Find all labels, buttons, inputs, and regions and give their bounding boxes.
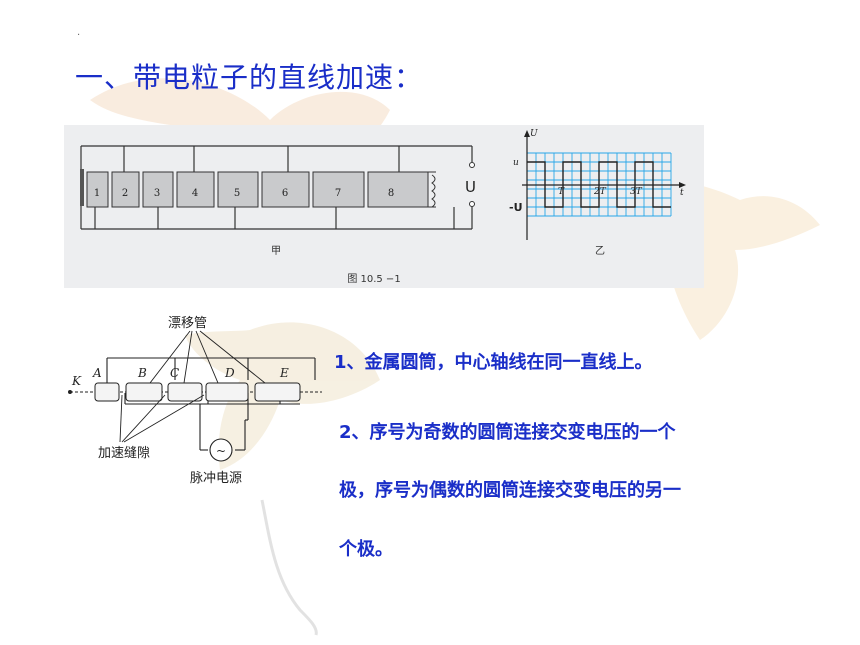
drift-tube-6: [261, 171, 310, 208]
drift-tube-4: [176, 171, 215, 208]
page-title: 一、带电粒子的直线加速：: [75, 61, 424, 94]
drift-tube-1: [86, 171, 109, 208]
tube-letter: C: [170, 366, 179, 380]
drift-tube-8: [367, 171, 429, 208]
figure-caption: 图 10.5 −1: [347, 273, 400, 285]
tube-letter: B: [137, 366, 147, 380]
label-power: 脉冲电源: [190, 471, 242, 486]
drift-tube-2: [111, 171, 140, 208]
tube-number: 6: [282, 188, 288, 199]
tube-B: [125, 382, 163, 402]
graph-x-axis-label: t: [680, 188, 684, 198]
graph-lower-level-label: -U: [509, 201, 523, 214]
tube-number: 4: [192, 188, 198, 199]
graph-tick-label: 3T: [630, 187, 643, 197]
tube-number: 8: [388, 188, 394, 199]
tube-number: 1: [94, 188, 100, 199]
tube-letter: A: [92, 366, 102, 380]
tube-letter: E: [279, 366, 289, 380]
coil: [431, 174, 436, 208]
graph-upper-level-label: u: [513, 158, 519, 168]
decorative-dot: ·: [77, 30, 81, 41]
left-caption: 甲: [271, 246, 281, 257]
point-2-line-1: 2、序号为奇数的圆筒连接交变电压的一个: [339, 422, 676, 443]
point-2-line-2: 极，序号为偶数的圆筒连接交变电压的另一: [339, 480, 681, 501]
tube-number: 2: [122, 188, 128, 199]
tube-number: 5: [234, 188, 240, 199]
drift-tube-7: [312, 171, 365, 208]
tube-A: [94, 382, 120, 402]
drift-tube-5: [217, 171, 259, 208]
label-gaps: 加速缝隙: [98, 446, 150, 461]
ac-symbol: ~: [216, 444, 226, 458]
source-plate: [80, 169, 84, 206]
linear-accelerator-figure: 1 2 3 4 5 6 7 8 U: [64, 125, 704, 288]
drift-tube-diagram: ~ K A B C D E 漂移管 加速缝隙 脉冲电源: [60, 305, 330, 490]
voltage-time-graph: U t u T 2T 3T -U: [509, 129, 686, 240]
tube-number: 7: [335, 188, 341, 199]
graph-y-axis-label: U: [530, 129, 538, 139]
tube-D: [205, 382, 249, 402]
label-K: K: [71, 374, 82, 388]
label-drift-tubes: 漂移管: [168, 315, 207, 331]
point-2-line-3: 个极。: [339, 539, 393, 560]
right-caption: 乙: [595, 245, 605, 257]
tube-number: 3: [154, 188, 160, 199]
point-1: 1、金属圆筒，中心轴线在同一直线上。: [334, 352, 653, 373]
ac-source: [209, 438, 233, 462]
tube-C: [167, 382, 203, 402]
drift-tube-3: [142, 171, 174, 208]
graph-tick-label: 2T: [593, 187, 607, 197]
voltage-label: U: [465, 178, 476, 196]
tube-letter: D: [224, 366, 235, 380]
tube-E: [254, 382, 301, 402]
graph-tick-label: T: [558, 187, 565, 197]
